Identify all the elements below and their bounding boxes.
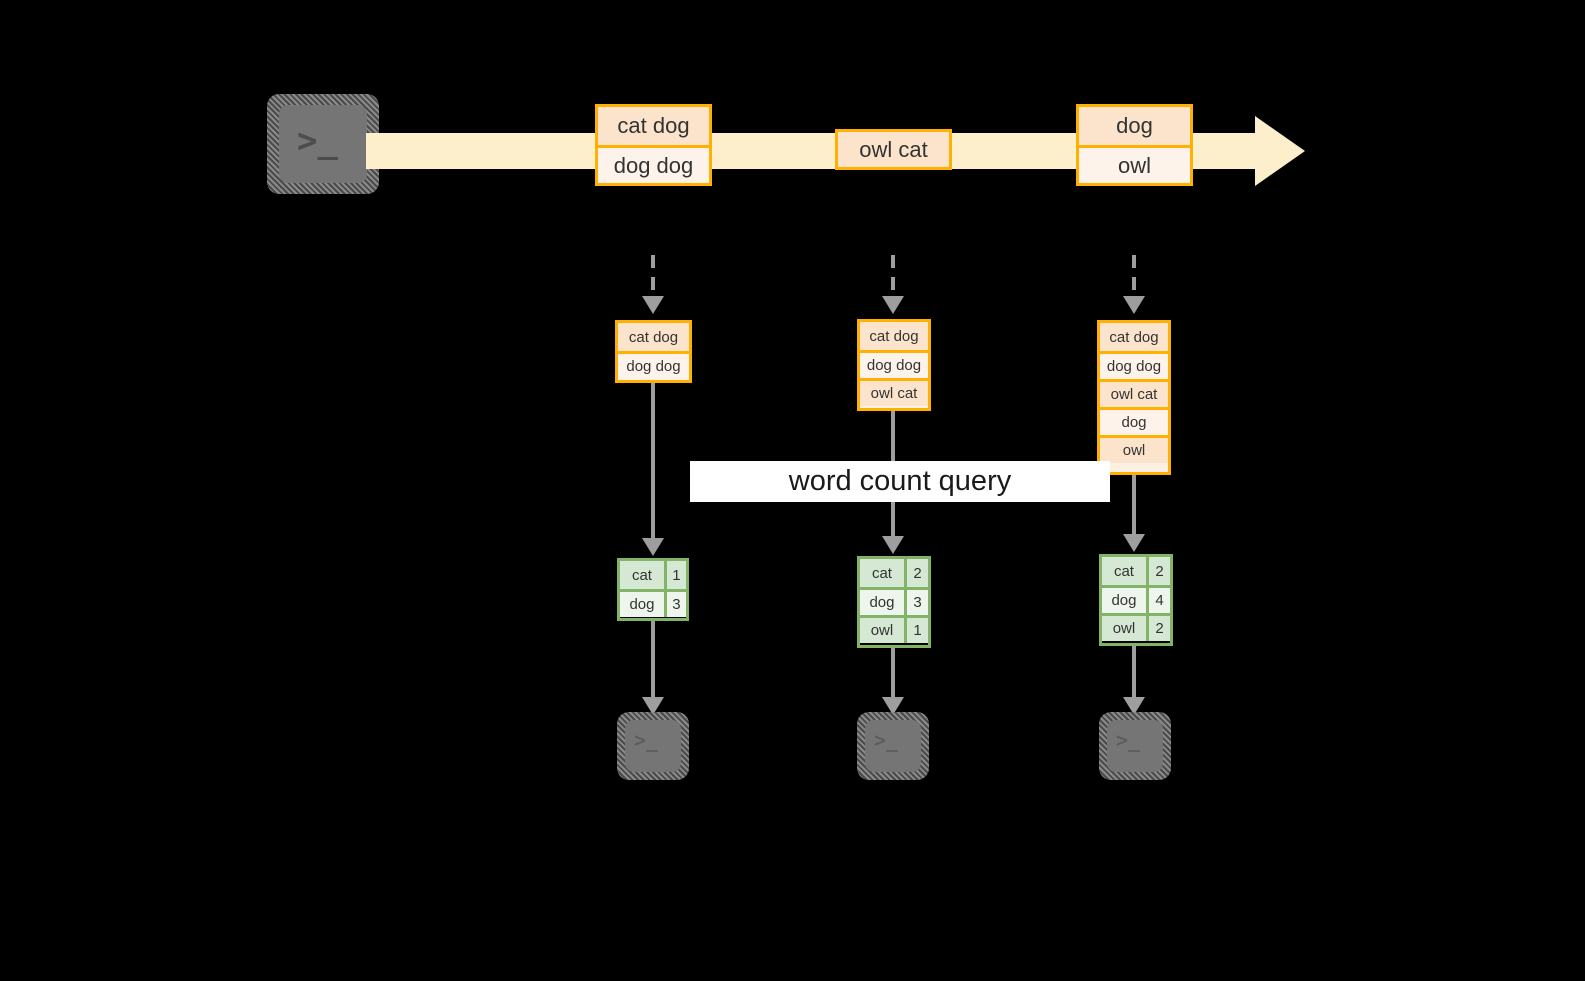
sink-connector-column-1 [651, 621, 655, 700]
accumulated-record: owl cat [1100, 379, 1168, 407]
count-cell: 2 [903, 559, 928, 587]
stream-record-group-3: dog owl [1076, 104, 1193, 186]
table-row: owl 2 [1102, 613, 1170, 641]
query-arrowhead-column-2 [882, 536, 904, 554]
accumulated-records-column-2: cat dog dog dog owl cat [857, 319, 931, 411]
stream-tap-arrowhead [882, 296, 904, 314]
count-cell: 1 [903, 618, 928, 643]
accumulated-record: dog dog [1100, 351, 1168, 379]
word-cell: owl [1102, 616, 1146, 641]
count-cell: 3 [903, 590, 928, 615]
word-cell: dog [1102, 588, 1146, 613]
accumulated-record: owl cat [860, 378, 928, 406]
sink-arrowhead-column-2 [882, 697, 904, 715]
sink-connector-column-2 [891, 648, 895, 700]
accumulated-records-column-1: cat dog dog dog [615, 320, 692, 383]
table-row: cat 2 [1102, 557, 1170, 585]
accumulated-record: cat dog [860, 322, 928, 350]
word-cell: cat [860, 559, 904, 587]
accumulated-record: cat dog [1100, 323, 1168, 351]
table-row: cat 2 [860, 559, 928, 587]
terminal-face [1107, 720, 1163, 772]
word-cell: cat [620, 561, 664, 589]
table-row: dog 3 [860, 587, 928, 615]
accumulated-record: owl [1100, 435, 1168, 463]
sink-terminal-icon-column-2: >_ [857, 712, 929, 780]
terminal-face [865, 720, 921, 772]
stream-tap-connector [1132, 255, 1136, 299]
stream-tap-arrowhead [642, 296, 664, 314]
result-table-column-1: cat 1 dog 3 [617, 558, 689, 621]
sink-connector-column-3 [1132, 646, 1136, 700]
table-row: cat 1 [620, 561, 686, 589]
accumulated-record: cat dog [618, 323, 689, 351]
stream-arrow-head [1255, 116, 1305, 186]
accumulated-record: dog dog [860, 350, 928, 378]
count-cell: 1 [663, 561, 686, 589]
stream-record-group-1: cat dog dog dog [595, 104, 712, 186]
word-cell: owl [860, 618, 904, 643]
stream-record: cat dog [598, 107, 709, 145]
query-arrowhead-column-3 [1123, 534, 1145, 552]
accumulated-record: dog [1100, 407, 1168, 435]
result-table-column-3: cat 2 dog 4 owl 2 [1099, 554, 1173, 646]
count-cell: 2 [1145, 557, 1170, 585]
word-cell: dog [620, 592, 664, 617]
word-cell: cat [1102, 557, 1146, 585]
terminal-prompt-glyph: >_ [297, 121, 338, 161]
query-arrowhead-column-1 [642, 538, 664, 556]
terminal-prompt-glyph: >_ [874, 728, 899, 752]
stream-record: owl cat [838, 132, 949, 167]
sink-terminal-icon-column-3: >_ [1099, 712, 1171, 780]
accumulated-record: dog dog [618, 351, 689, 379]
terminal-face [279, 105, 367, 183]
stream-record: owl [1079, 145, 1190, 183]
count-cell: 2 [1145, 616, 1170, 641]
query-label-banner: word count query [690, 461, 1110, 502]
stream-record: dog [1079, 107, 1190, 145]
table-row: owl 1 [860, 615, 928, 643]
stream-tap-arrowhead [1123, 296, 1145, 314]
source-terminal-icon: >_ [267, 94, 379, 194]
query-label-text: word count query [788, 465, 1012, 497]
stream-record: dog dog [598, 145, 709, 183]
stream-tap-connector [651, 255, 655, 299]
count-cell: 3 [663, 592, 686, 617]
sink-terminal-icon-column-1: >_ [617, 712, 689, 780]
terminal-prompt-glyph: >_ [634, 728, 659, 752]
query-connector-column-3 [1132, 475, 1136, 537]
accumulated-records-column-3: cat dog dog dog owl cat dog owl [1097, 320, 1171, 475]
count-cell: 4 [1145, 588, 1170, 613]
stream-record-group-2: owl cat [835, 129, 952, 170]
terminal-prompt-glyph: >_ [1116, 728, 1141, 752]
word-cell: dog [860, 590, 904, 615]
terminal-face [625, 720, 681, 772]
sink-arrowhead-column-3 [1123, 697, 1145, 715]
sink-arrowhead-column-1 [642, 697, 664, 715]
result-table-column-2: cat 2 dog 3 owl 1 [857, 556, 931, 648]
stream-tap-connector [891, 255, 895, 299]
table-row: dog 4 [1102, 585, 1170, 613]
table-row: dog 3 [620, 589, 686, 617]
query-connector-column-1 [651, 383, 655, 541]
